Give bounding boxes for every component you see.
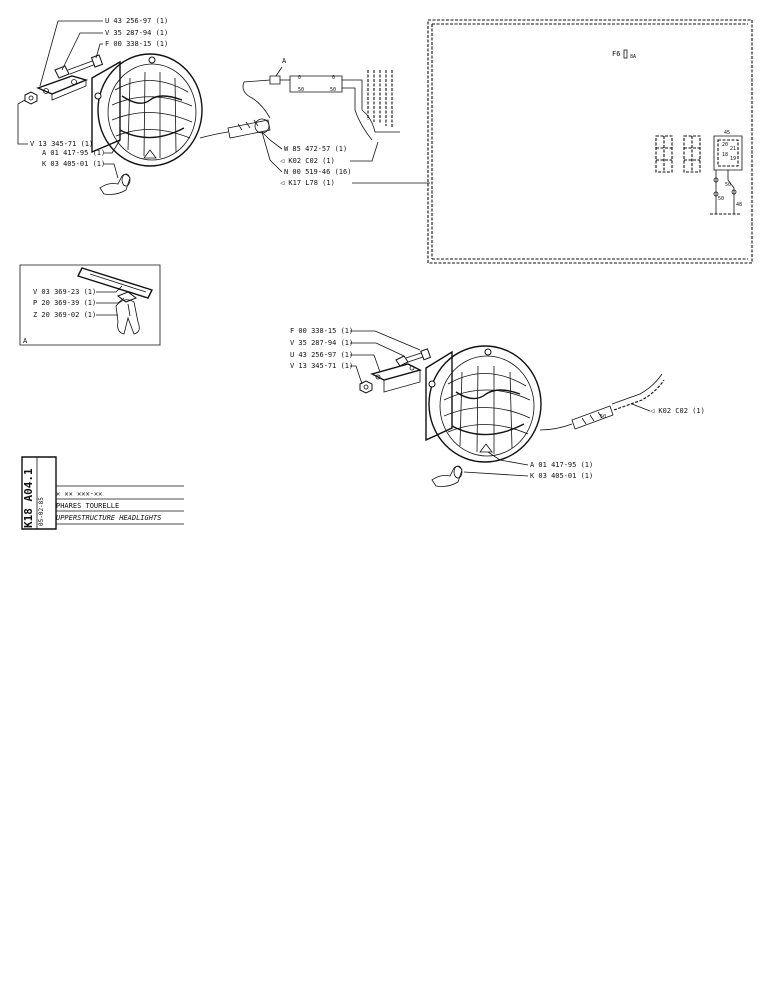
- wire-number: 0: [332, 75, 335, 81]
- callout-a-leader: [275, 66, 283, 77]
- fuse-label: F6: [612, 50, 620, 58]
- part-label-p20: P 20 369-39 (1): [33, 299, 96, 307]
- terminal-number: 48: [736, 202, 742, 208]
- part-label-v35: V 35 287-94 (1): [105, 29, 168, 37]
- top-headlight-assembly: [24, 53, 400, 195]
- title-french: PHARES TOURELLE: [56, 502, 120, 510]
- title-english: UPPERSTRUCTURE HEADLIGHTS: [56, 514, 162, 522]
- part-label-k17: ◁ K17 L78 (1): [279, 179, 335, 187]
- part-label-k02: ◁ K02 C02 (1): [649, 407, 705, 415]
- terminal-number: 50: [718, 196, 724, 202]
- fuse-icon: [623, 49, 628, 59]
- top-lamp-grille-icon: [111, 71, 193, 159]
- top-connector-labels: W 85 472-57 (1) ◁ K02 C02 (1) N 00 519-4…: [261, 131, 430, 187]
- part-label-f00: F 00 338-15 (1): [105, 40, 168, 48]
- connector-block-1: [655, 135, 673, 173]
- terminal-number: 19: [730, 156, 736, 162]
- electrical-schematic: F6 8A 45 20 18 21 19 50 50 48: [427, 19, 753, 264]
- part-label-w85: W 85 472-57 (1): [284, 145, 347, 153]
- part-label-a01: A 01 417-95 (1): [530, 461, 593, 469]
- bottom-labels: F 00 338-15 (1) V 35 287-94 (1) U 43 256…: [290, 327, 705, 480]
- wire-number: 50: [298, 87, 304, 93]
- connector-block-3: 45 20 18 21 19: [713, 130, 743, 171]
- block-number: 45: [724, 130, 730, 136]
- drawing-date: 05-02-85: [38, 497, 45, 526]
- part-label-k03: K 03 405-01 (1): [42, 160, 105, 168]
- part-label-u43: U 43 256-97 (1): [105, 17, 168, 25]
- title-block-frame: [21, 456, 184, 530]
- detail-a-letter: A: [23, 337, 28, 345]
- wire-number: 0: [298, 75, 301, 81]
- part-label-v13: V 13 345-71 (1): [30, 140, 93, 148]
- terminal-number: 50: [725, 182, 731, 188]
- part-label-z20: Z 20 369-02 (1): [33, 311, 96, 319]
- wire-number: 50: [330, 87, 336, 93]
- part-label-n00: N 00 519-46 (16): [284, 168, 351, 176]
- bottom-lamp-grille-icon: [443, 365, 531, 454]
- bottom-headlight-assembly: 50: [359, 345, 665, 487]
- part-label-k02: ◁ K02 C02 (1): [279, 157, 335, 165]
- terminal-number: 20: [722, 142, 728, 148]
- detail-a-box: A V 03 369-23 (1) P 20 369-39 (1) Z 20 3…: [19, 264, 161, 346]
- terminal-number: 21: [730, 146, 736, 152]
- wire-number: 50: [600, 414, 606, 420]
- part-label-v03: V 03 369-23 (1): [33, 288, 96, 296]
- part-label-f00: F 00 338-15 (1): [290, 327, 353, 335]
- terminal-number: 18: [722, 152, 728, 158]
- callout-a-letter: A: [282, 57, 287, 65]
- fuse-rating: 8A: [630, 54, 636, 60]
- top-left-labels: U 43 256-97 (1) V 35 287-94 (1) F 00 338…: [17, 17, 168, 179]
- part-label-v13: V 13 345-71 (1): [290, 362, 353, 370]
- part-label-k03: K 03 405-01 (1): [530, 472, 593, 480]
- connector-block-2: [683, 135, 701, 173]
- part-label-u43: U 43 256-97 (1): [290, 351, 353, 359]
- part-label-a01: A 01 417-95 (1): [42, 149, 105, 157]
- part-label-v35: V 35 287-94 (1): [290, 339, 353, 347]
- revision-marks: ✕ ✕✕ ✕✕✕-✕✕: [56, 490, 103, 498]
- drawing-code: K18 A04.1: [22, 468, 35, 528]
